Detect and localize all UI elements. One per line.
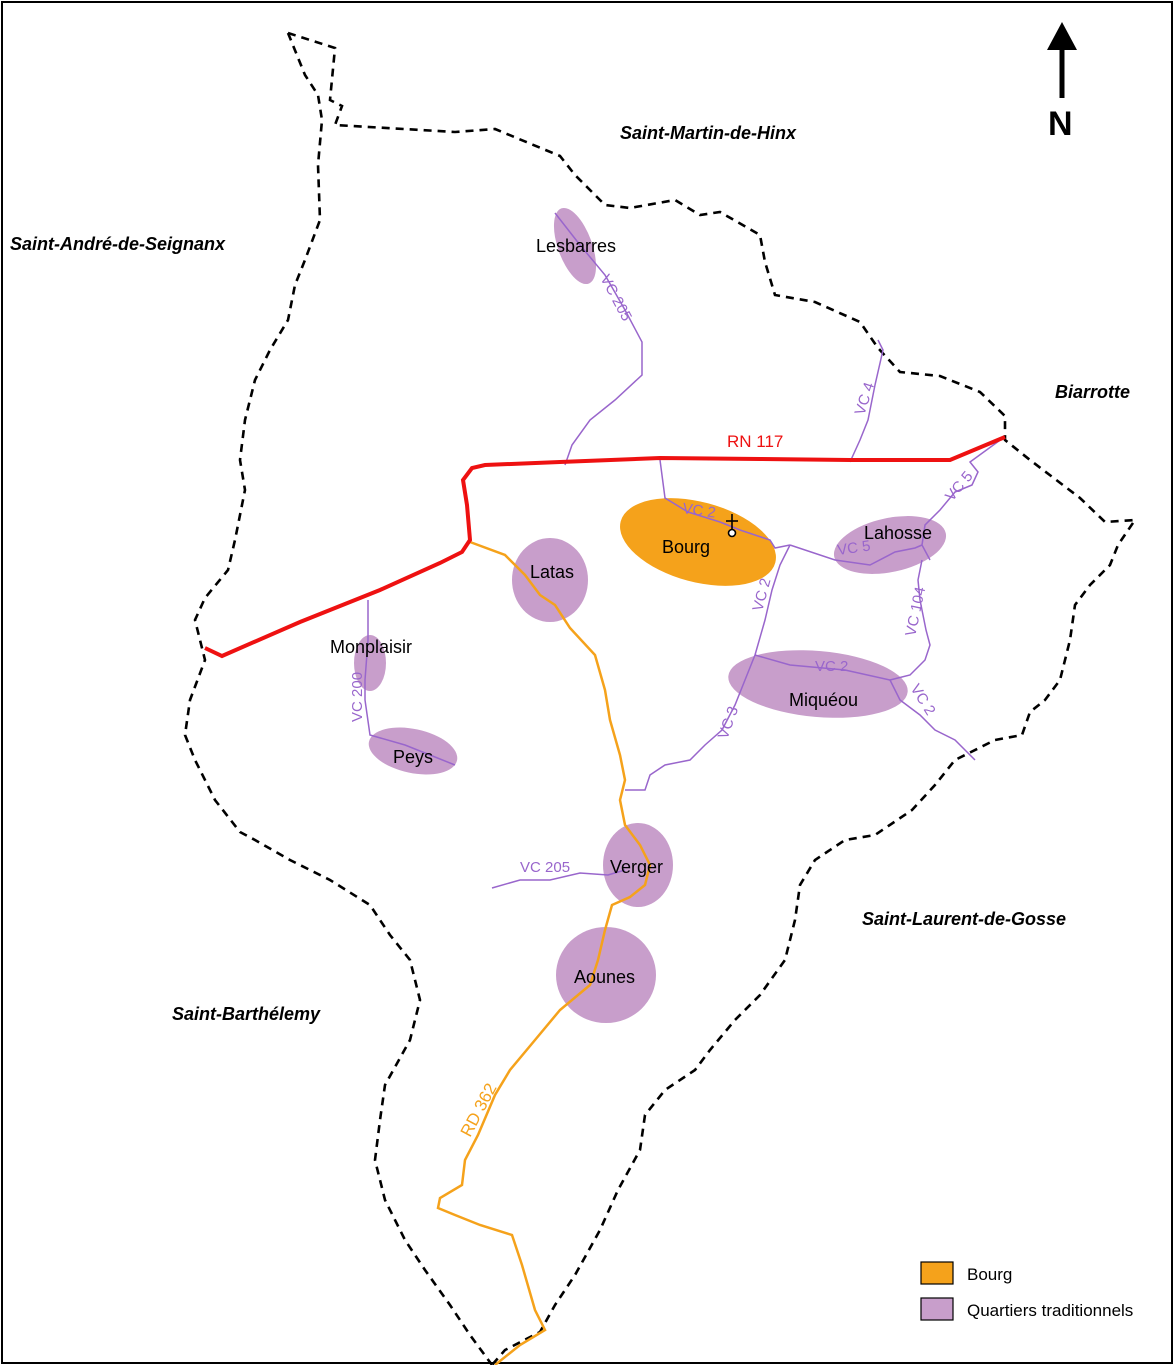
- place-verger-label: Verger: [610, 857, 663, 877]
- road-vc2-se-label: VC 2: [907, 681, 939, 718]
- legend-label-bourg: Bourg: [967, 1265, 1012, 1284]
- road-vc5-lahosse: [789, 544, 923, 566]
- place-latas-label: Latas: [530, 562, 574, 582]
- road-vc5-east: [921, 437, 1004, 561]
- legend-label-quartiers: Quartiers traditionnels: [967, 1301, 1133, 1320]
- commune-west-label: Saint-André-de-Seignanx: [10, 234, 226, 254]
- road-vc104: [889, 559, 931, 681]
- quartier-verger: [603, 823, 673, 907]
- place-monplaisir-label: Monplaisir: [330, 637, 412, 657]
- road-vc3-label: VC 3: [715, 704, 742, 741]
- road-vc2-center-label: VC 2: [749, 576, 774, 613]
- road-vc3: [625, 654, 756, 791]
- north-label: N: [1048, 105, 1073, 143]
- road-vc200: [364, 600, 456, 766]
- road-vc205-south: [491, 869, 626, 889]
- road-vc5-lahosse-label: VC 5: [836, 537, 871, 558]
- commune-boundary: [287, 31, 1138, 1365]
- place-miqueou-label: Miquéou: [789, 690, 858, 710]
- road-vc205-north: [554, 212, 643, 466]
- quartier-lahosse: [833, 516, 947, 574]
- place-aounes-label: Aounes: [574, 967, 635, 987]
- road-vc205-north-label: VC 205: [596, 272, 635, 324]
- commune-southeast-label: Saint-Laurent-de-Gosse: [862, 909, 1066, 929]
- road-vc4-label: VC 4: [852, 380, 878, 417]
- church-icon: [726, 514, 738, 538]
- road-rd362: [436, 540, 652, 1365]
- quartier-aounes: [556, 927, 656, 1023]
- road-vc205-south-label: VC 205: [520, 859, 570, 876]
- quartier-peys: [368, 727, 458, 775]
- legend-swatch-quartiers: [920, 1297, 954, 1321]
- road-vc2-miqueou-label: VC 2: [815, 658, 848, 675]
- place-lesbarres-label: Lesbarres: [536, 236, 616, 256]
- road-vc2-bourg-label: VC 2: [681, 500, 716, 521]
- commune-east-label: Biarrotte: [1055, 382, 1130, 402]
- legend: Bourg Quartiers traditionnels: [920, 1261, 1133, 1321]
- quartier-miqueou: [728, 650, 908, 718]
- place-peys-label: Peys: [393, 747, 433, 767]
- road-vc2-se: [889, 679, 976, 761]
- bourg-area: [620, 498, 776, 586]
- road-vc4: [849, 339, 884, 463]
- place-bourg-label: Bourg: [662, 537, 710, 557]
- legend-swatch-bourg: [920, 1261, 954, 1285]
- road-vc200-label: VC 200: [349, 672, 366, 722]
- place-lahosse-label: Lahosse: [864, 523, 932, 543]
- commune-north-label: Saint-Martin-de-Hinx: [620, 123, 797, 143]
- commune-southwest-label: Saint-Barthélemy: [172, 1004, 321, 1024]
- quartier-monplaisir: [354, 635, 386, 691]
- road-vc2-bourg: [659, 459, 791, 549]
- commune-boundary-west: [183, 32, 494, 1365]
- road-vc2-center: [754, 544, 791, 656]
- road-rn117-label: RN 117: [727, 432, 783, 451]
- road-vc2-miqueou: [754, 654, 891, 681]
- road-rn117: [204, 435, 1006, 659]
- quartier-lesbarres: [553, 207, 597, 285]
- quartier-latas: [512, 538, 588, 622]
- road-vc5-east-label: VC 5: [942, 468, 976, 504]
- north-arrow-icon: [1047, 22, 1077, 98]
